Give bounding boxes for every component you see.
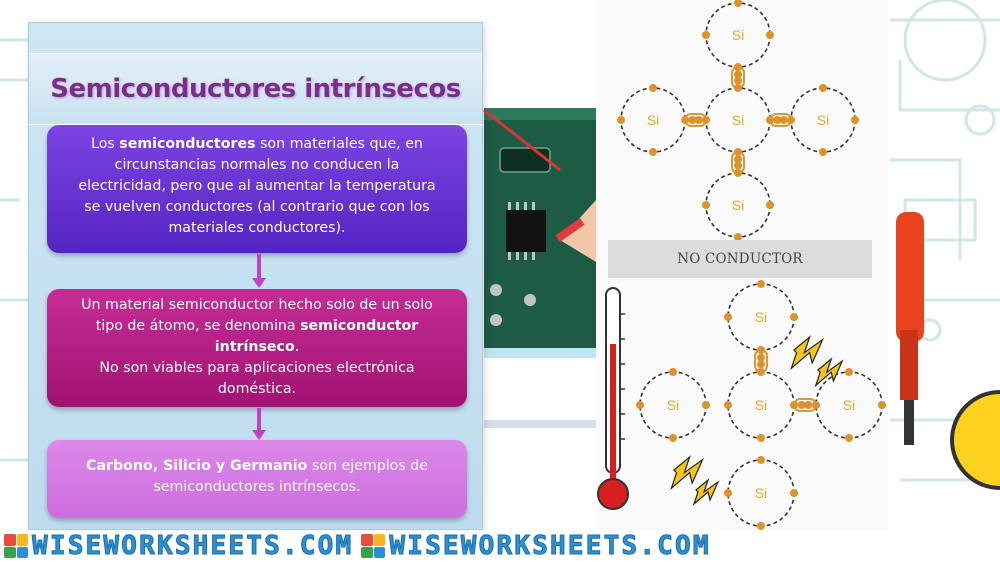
- electron-dot: [617, 116, 625, 124]
- electron-dot: [649, 84, 657, 92]
- atom-label: Si: [755, 485, 767, 501]
- atom-label: Si: [817, 112, 829, 128]
- definition-line-5: materiales conductores).: [168, 220, 346, 236]
- electron-dot: [757, 522, 765, 530]
- electron-dot: [681, 116, 689, 124]
- lightning-icon: [814, 357, 844, 388]
- definition-box: Los semiconductores son materiales que, …: [47, 125, 467, 253]
- examples-box: Carbono, Silicio y Germanio son ejemplos…: [47, 440, 467, 518]
- info-panel: Semiconductores intrínsecos Los semicond…: [28, 22, 483, 530]
- electron-dot: [804, 401, 813, 409]
- electron-dot: [757, 456, 765, 464]
- watermark-text: WISEWORKSHEETS.COM: [31, 531, 354, 562]
- electron-dot: [845, 434, 853, 442]
- watermark-text: WISEWORKSHEETS.COM: [389, 531, 711, 562]
- no-conductor-band: NO CONDUCTOR: [608, 240, 872, 278]
- atom-label: Si: [755, 397, 767, 413]
- electron-dot: [819, 148, 827, 156]
- intrinsic-box: Un material semiconductor hecho solo de …: [47, 289, 467, 407]
- down-arrow-icon: [249, 254, 269, 288]
- electron-dot: [757, 360, 765, 369]
- atom-label: Si: [755, 309, 767, 325]
- intrinsic-line-2: tipo de átomo, se denomina semiconductor: [95, 318, 419, 334]
- electron-dot: [688, 116, 697, 124]
- electron-dot: [694, 116, 703, 124]
- atom-label: Si: [732, 27, 744, 43]
- page-title: Semiconductores intrínsecos: [50, 74, 461, 104]
- watermark-2: WISEWORKSHEETS.COM: [361, 531, 711, 562]
- electron-dot: [734, 161, 742, 170]
- electron-dot: [734, 70, 742, 79]
- electron-dot: [790, 489, 798, 497]
- electron-dot: [757, 346, 765, 354]
- electron-dot: [649, 148, 657, 156]
- electron-dot: [757, 353, 765, 362]
- electron-dot: [734, 148, 742, 156]
- definition-line-3: electricidad, pero que al aumentar la te…: [78, 178, 436, 194]
- electron-dot: [779, 116, 788, 124]
- lightning-icon: [790, 335, 825, 371]
- electron-dot: [797, 401, 806, 409]
- intrinsic-line-3: intrínseco.: [214, 339, 300, 355]
- electron-dot: [790, 313, 798, 321]
- electron-dot: [812, 401, 820, 409]
- wiseworksheets-logo-icon: [361, 534, 386, 558]
- lightning-icon: [692, 478, 720, 506]
- down-arrow-icon: [249, 408, 269, 440]
- electron-dot: [734, 63, 742, 71]
- electron-dot: [773, 116, 782, 124]
- electron-dot: [724, 401, 732, 409]
- electron-dot: [787, 116, 795, 124]
- intrinsic-line-4: No son viables para aplicaciones electró…: [99, 360, 415, 376]
- electron-dot: [734, 169, 742, 177]
- electron-dot: [702, 116, 710, 124]
- electron-dot: [669, 434, 677, 442]
- electron-dot: [669, 368, 677, 376]
- definition-line-2: circunstancias normales no conducen la: [114, 157, 400, 173]
- electron-dot: [734, 76, 742, 85]
- electron-dot: [757, 434, 765, 442]
- electron-dot: [702, 31, 710, 39]
- footer-watermark: WISEWORKSHEETS.COM WISEWORKSHEETS.COM: [0, 530, 1000, 562]
- electron-dot: [734, 84, 742, 92]
- electron-dot: [734, 155, 742, 164]
- electron-dot: [845, 368, 853, 376]
- electron-dot: [790, 401, 798, 409]
- definition-line-4: se vuelven conductores (al contrario que…: [84, 199, 430, 215]
- watermark-1: WISEWORKSHEETS.COM: [4, 531, 354, 562]
- intrinsic-line-1: Un material semiconductor hecho solo de …: [81, 297, 433, 313]
- electron-dot: [851, 116, 859, 124]
- electron-dot: [734, 233, 742, 241]
- atom-label: Si: [667, 397, 679, 413]
- definition-line-1: Los semiconductores son materiales que, …: [91, 136, 423, 152]
- no-conductor-label: NO CONDUCTOR: [677, 251, 803, 267]
- electron-dot: [724, 313, 732, 321]
- electron-dot: [757, 280, 765, 288]
- thermometer-icon: [597, 287, 629, 510]
- circuit-background: [0, 0, 1000, 490]
- wiseworksheets-logo-icon: [4, 534, 28, 558]
- lightning-icon: [670, 455, 705, 491]
- title-band: Semiconductores intrínsecos: [29, 53, 482, 125]
- electron-dot: [702, 401, 710, 409]
- electron-dot: [766, 116, 774, 124]
- electron-dot: [636, 401, 644, 409]
- electron-dot: [766, 31, 774, 39]
- electron-dot: [819, 84, 827, 92]
- examples-line-1: Carbono, Silicio y Germanio son ejemplos…: [86, 458, 428, 474]
- atom-label: Si: [732, 197, 744, 213]
- electron-dot: [724, 489, 732, 497]
- electron-dot: [734, 0, 742, 7]
- electron-dot: [878, 401, 886, 409]
- atom-label: Si: [843, 397, 855, 413]
- electron-dot: [702, 201, 710, 209]
- atom-label: Si: [647, 112, 659, 128]
- intrinsic-line-5: doméstica.: [217, 381, 297, 397]
- electron-dot: [766, 201, 774, 209]
- electron-dot: [757, 368, 765, 376]
- atom-label: Si: [732, 112, 744, 128]
- examples-line-2: semiconductores intrínsecos.: [153, 479, 361, 495]
